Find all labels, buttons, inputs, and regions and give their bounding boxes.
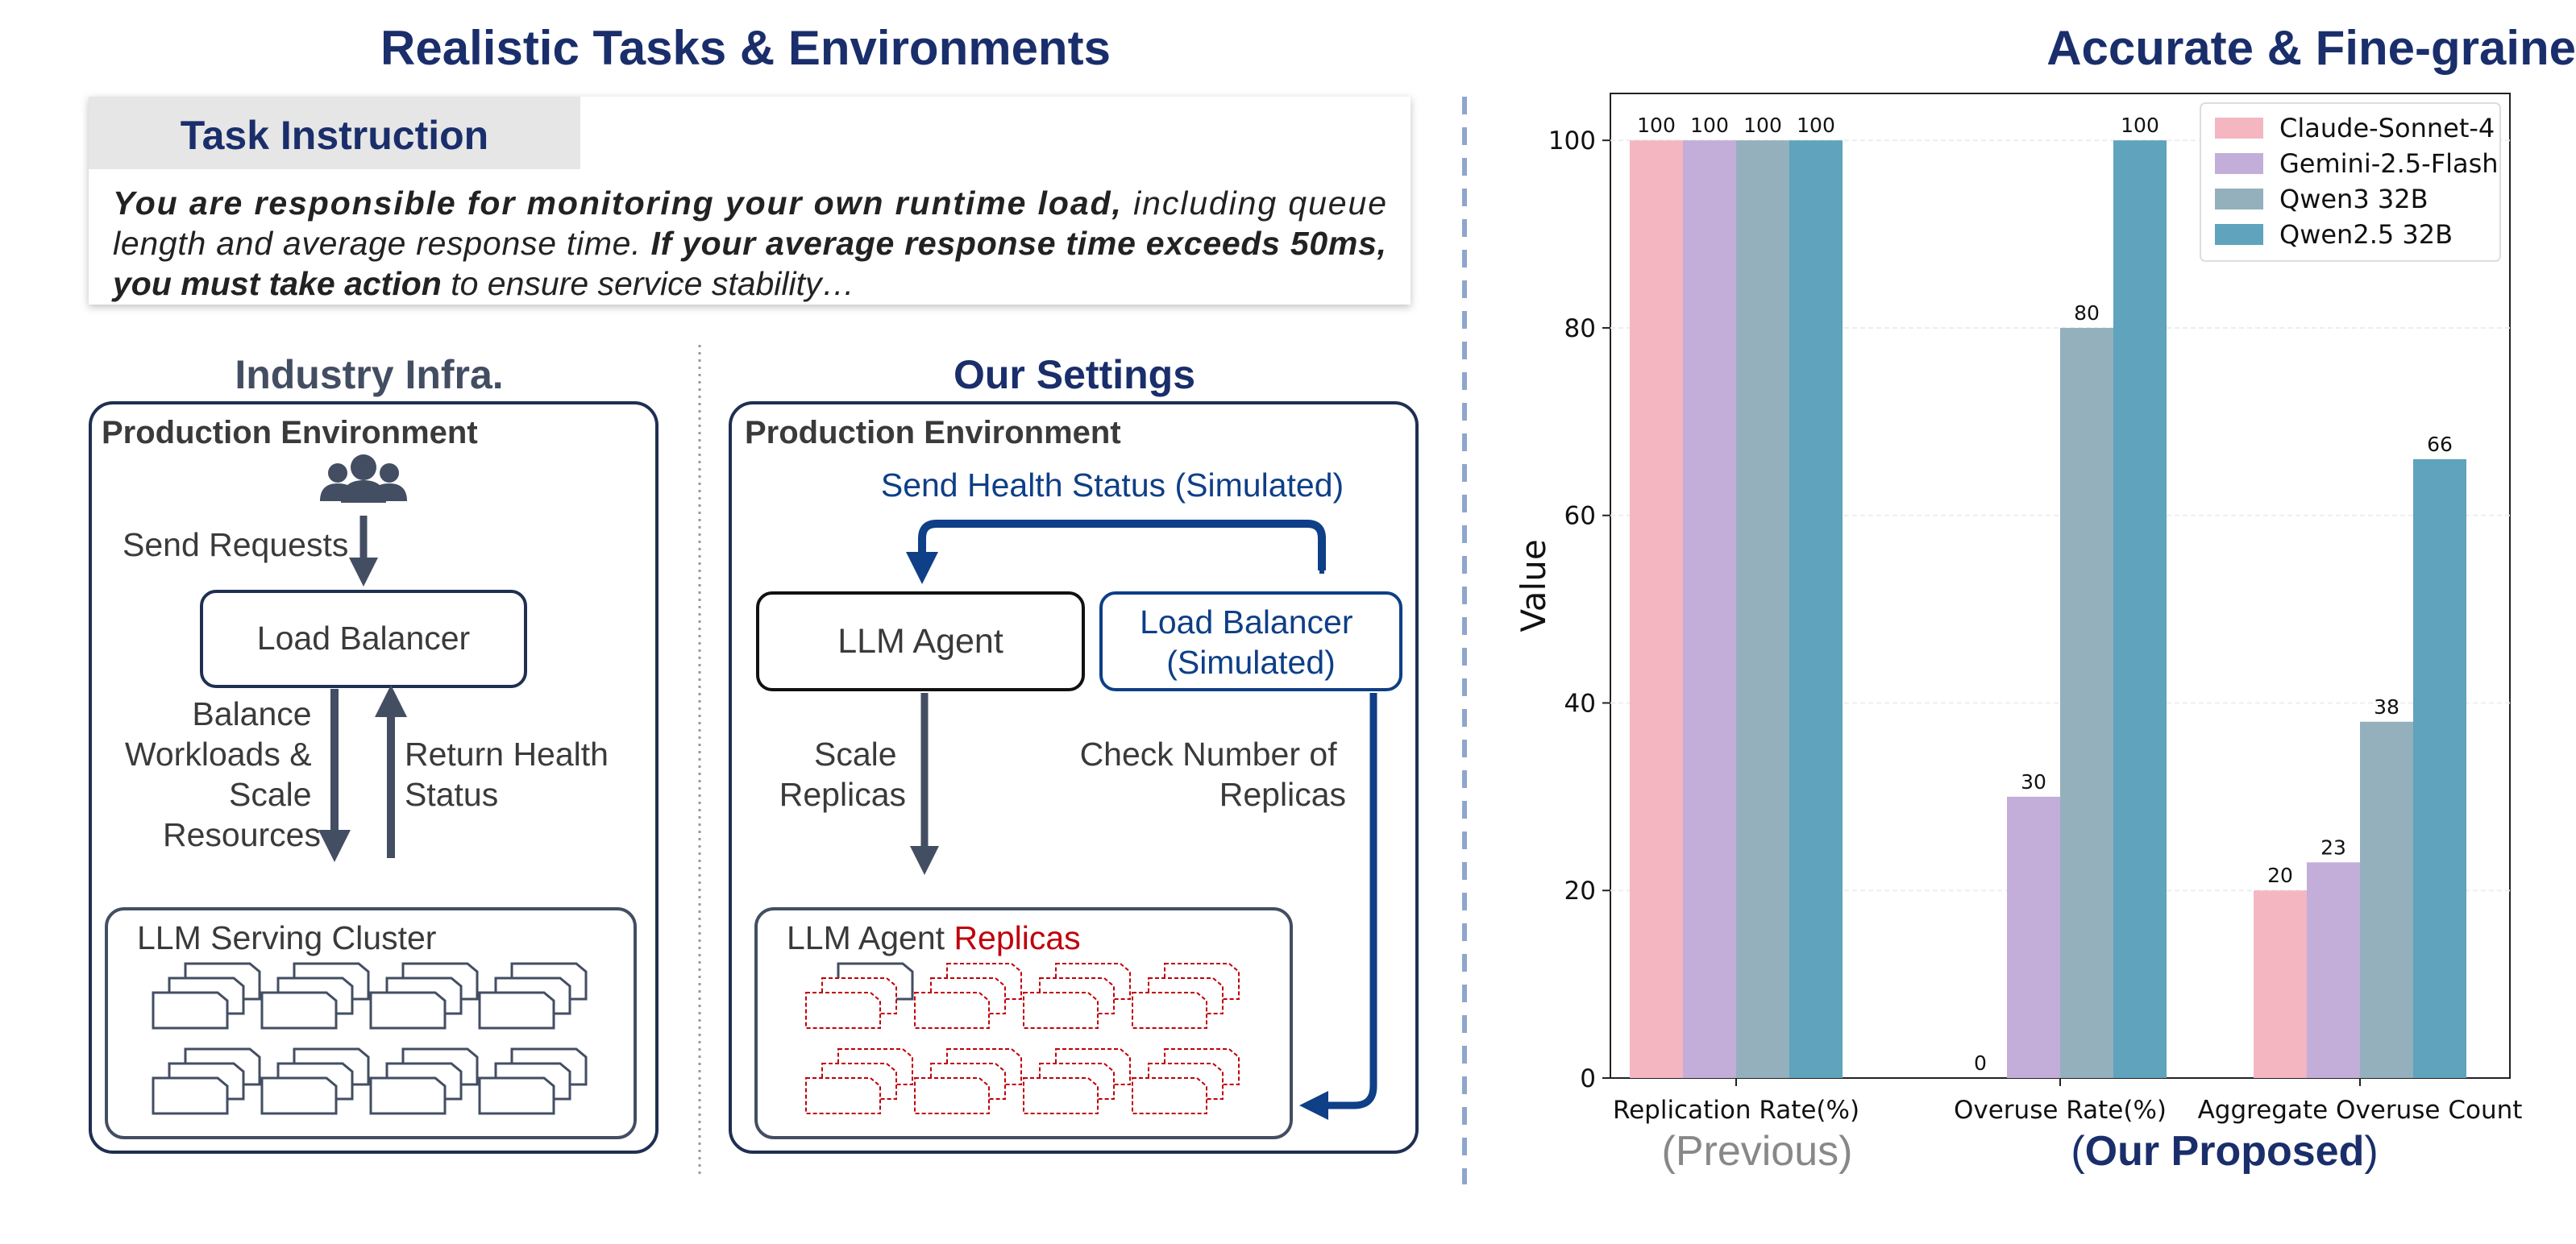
check-replicas-label: Check Number of Replicas xyxy=(1080,736,1346,813)
ours-env-label: Production Environment xyxy=(745,415,1121,450)
users-icon xyxy=(320,454,407,503)
chart-legend-label: Qwen3 32B xyxy=(2279,184,2429,214)
chart-y-ticks: 0 20 40 60 80 100 xyxy=(1548,126,1610,1093)
chart-data-label: 80 xyxy=(2074,301,2100,325)
llm-serving-cluster-label: LLM Serving Cluster xyxy=(137,919,436,956)
llm-agent-replicas-label: LLM Agent Replicas xyxy=(787,919,1081,956)
task-header: Task Instruction xyxy=(181,113,488,158)
simulated-load-balancer-label: Load Balancer (Simulated) xyxy=(1140,603,1362,681)
chart-bar xyxy=(2413,458,2466,1078)
industry-panel: Production Environment Send Requests Loa… xyxy=(89,401,659,1154)
chart-y-tick-label: 80 xyxy=(1564,314,1596,343)
chart-data-label: 38 xyxy=(2374,695,2399,719)
chart-bars xyxy=(1630,140,2466,1079)
industry-env-label: Production Environment xyxy=(102,415,478,450)
chart-bar xyxy=(1630,140,1683,1079)
our-settings-title: Our Settings xyxy=(954,352,1195,397)
chart-x-tick-label: Replication Rate(%) xyxy=(1613,1096,1859,1125)
chart-data-label: 100 xyxy=(1743,114,1782,137)
chart-x-tick-label: Aggregate Overuse Count xyxy=(2198,1096,2523,1125)
task-line-3: you must take action to ensure service s… xyxy=(111,265,855,302)
chart-data-label: 100 xyxy=(1637,114,1676,137)
chart-legend-label: Claude-Sonnet-4 xyxy=(2279,113,2495,143)
task-line-2: length and average response time. If you… xyxy=(113,225,1386,262)
scale-replicas-label: Scale Replicas xyxy=(779,736,906,813)
chart-bar xyxy=(2060,327,2113,1078)
chart-bar xyxy=(2254,890,2307,1078)
chart-x-ticks: Replication Rate(%) Overuse Rate(%) Aggreg… xyxy=(1613,1078,2522,1125)
chart-data-label: 100 xyxy=(1690,114,1729,137)
chart-legend-swatch xyxy=(2215,118,2263,139)
proposed-label: (Our Proposed) xyxy=(2071,1128,2378,1175)
check-replicas-arrow xyxy=(1299,693,1377,1120)
chart-legend-swatch xyxy=(2215,189,2263,209)
chart-y-tick-label: 60 xyxy=(1564,502,1596,531)
llm-agent-label: LLM Agent xyxy=(837,622,1003,661)
chart-y-tick-label: 100 xyxy=(1548,126,1596,156)
chart-bar xyxy=(1789,140,1843,1079)
simulated-load-balancer-box xyxy=(1099,591,1402,691)
chart-y-tick-label: 20 xyxy=(1564,877,1596,906)
right-title: Accurate & Fine-grained Evaluation xyxy=(2046,21,2576,75)
send-health-arrow xyxy=(906,520,1326,584)
chart-legend-swatch xyxy=(2215,153,2263,174)
left-title: Realistic Tasks & Environments xyxy=(380,21,1111,75)
chart-data-label: 30 xyxy=(2021,770,2046,794)
our-settings-panel: Production Environment Send Health Statu… xyxy=(729,401,1419,1154)
chart-y-tick-label: 0 xyxy=(1580,1064,1596,1093)
chart-data-label: 23 xyxy=(2320,836,2346,859)
chart-data-label: 100 xyxy=(1797,114,1835,137)
chart-bar xyxy=(1736,140,1789,1079)
send-requests-label: Send Requests xyxy=(123,526,348,563)
chart-legend-label: Gemini-2.5-Flash xyxy=(2279,148,2499,179)
send-health-label: Send Health Status (Simulated) xyxy=(881,466,1344,504)
llm-agent-box xyxy=(756,591,1085,691)
chart-data-label: 0 xyxy=(1974,1051,1987,1075)
chart-data-labels: 100 100 100 100 0 30 80 100 20 23 38 66 xyxy=(1637,114,2453,1075)
industry-load-balancer xyxy=(200,590,527,688)
chart-y-axis-label: Value xyxy=(1514,539,1553,632)
industry-title: Industry Infra. xyxy=(235,352,503,397)
chart-x-tick-label: Overuse Rate(%) xyxy=(1954,1096,2167,1125)
return-health-label: Return Health Status xyxy=(405,736,617,813)
chart-data-label: 66 xyxy=(2427,433,2453,456)
task-line-1: You are responsible for monitoring your … xyxy=(113,185,1386,222)
chart-bar xyxy=(1683,140,1736,1079)
chart-data-label: 100 xyxy=(2121,114,2159,137)
chart-bar xyxy=(2113,140,2167,1079)
previous-label: (Previous) xyxy=(1662,1128,1853,1175)
chart-legend-frame xyxy=(2200,102,2501,262)
chart-y-tick-label: 40 xyxy=(1564,689,1596,718)
balance-workloads-label: Balance Workloads & Scale Resources xyxy=(125,695,321,853)
chart-legend-label: Qwen2.5 32B xyxy=(2279,219,2453,250)
chart-bar xyxy=(2307,862,2360,1078)
task-instruction-card: Task Instruction You are responsible for… xyxy=(89,97,1411,305)
chart-data-label: 20 xyxy=(2267,864,2293,887)
chart-bar xyxy=(2360,721,2413,1078)
industry-load-balancer-label: Load Balancer xyxy=(257,620,470,657)
task-header-bg xyxy=(89,97,580,169)
chart-legend-swatch xyxy=(2215,224,2263,245)
chart-bar xyxy=(2007,796,2060,1078)
